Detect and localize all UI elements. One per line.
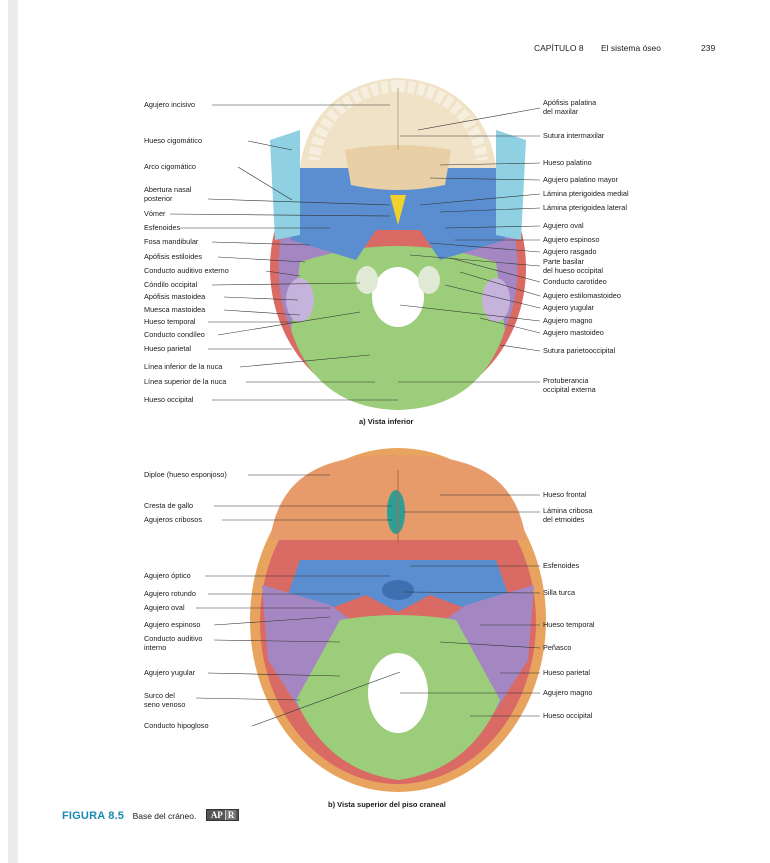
label-agujero-espinoso-b: Agujero espinoso (144, 621, 200, 630)
label-hueso-temporal-b: Hueso temporal (543, 621, 595, 630)
label-conducto-condileo: Conducto condíleo (144, 331, 205, 340)
label-abertura-nasal: Abertura nasal posterior (144, 186, 191, 203)
label-hueso-parietal-b: Hueso parietal (543, 669, 590, 678)
label-hueso-occipital-b: Hueso occipital (543, 712, 592, 721)
label-hueso-temporal-a: Hueso temporal (144, 318, 196, 327)
label-lamina-pterigoidea-medial: Lámina pterigoidea medial (543, 190, 629, 199)
label-agujero-yugular-a: Agujero yugular (543, 304, 594, 313)
label-apofisis-mastoidea: Apófisis mastoidea (144, 293, 205, 302)
label-esfenoides-b: Esfenoides (543, 562, 579, 571)
zygomatic-right-a (496, 130, 526, 240)
label-surco-seno-venoso: Surco del seno venoso (144, 692, 185, 709)
label-conducto-auditivo-externo: Conducto auditivo externo (144, 267, 229, 276)
label-linea-inferior-nuca: Línea inferior de la nuca (144, 363, 222, 372)
label-hueso-occipital-a: Hueso occipital (144, 396, 193, 405)
label-sutura-parietooccipital: Sutura parietooccipital (543, 347, 615, 356)
label-apofisis-palatina: Apófisis palatina del maxilar (543, 99, 596, 116)
label-agujero-espinoso-a: Agujero espinoso (543, 236, 599, 245)
label-agujero-rasgado: Agujero rasgado (543, 248, 597, 257)
label-parte-basilar: Parte basilar del hueso occipital (543, 258, 603, 275)
label-condilo-occipital: Cóndilo occipital (144, 281, 197, 290)
label-protuberancia-occipital: Protuberancia occipital externa (543, 377, 596, 394)
figure-a-caption: a) Vista inferior (359, 417, 413, 426)
label-silla-turca: Silla turca (543, 589, 575, 598)
sella-turcica (382, 580, 414, 600)
label-hueso-parietal-a: Hueso parietal (144, 345, 191, 354)
label-lamina-pterigoidea-lateral: Lámina pterigoidea lateral (543, 204, 627, 213)
label-agujero-magno-a: Agujero magno (543, 317, 593, 326)
label-apofisis-estiloides: Apófisis estiloides (144, 253, 202, 262)
label-vomer: Vómer (144, 210, 166, 219)
label-agujero-optico: Agujero óptico (144, 572, 191, 581)
occipital-condyle-left (356, 266, 378, 294)
label-conducto-carotideo: Conducto carotídeo (543, 278, 607, 287)
label-agujero-incisivo: Agujero incisivo (144, 101, 195, 110)
palatine-bone-a (345, 145, 451, 190)
mastoid-left (286, 278, 314, 322)
label-agujero-palatino-mayor: Agujero palatino mayor (543, 176, 618, 185)
label-sutura-intermaxilar: Sutura intermaxilar (543, 132, 604, 141)
label-diploe: Diploe (hueso esponjoso) (144, 471, 227, 480)
label-agujeros-cribosos: Agujeros cribosos (144, 516, 202, 525)
skull-inferior-view (270, 78, 526, 410)
figure-title: Base del cráneo. (133, 811, 197, 821)
label-agujero-oval-b: Agujero oval (144, 604, 185, 613)
label-agujero-oval-a: Agujero oval (543, 222, 584, 231)
label-conducto-hipogloso: Conducto hipogloso (144, 722, 209, 731)
label-muesca-mastoidea: Muesca mastoidea (144, 306, 205, 315)
label-arco-cigomatico: Arco cigomático (144, 163, 196, 172)
skull-superior-view (250, 448, 546, 792)
figure-number: FIGURA 8.5 (62, 810, 124, 822)
label-cresta-de-gallo: Cresta de gallo (144, 502, 193, 511)
label-agujero-rotundo: Agujero rotundo (144, 590, 196, 599)
label-fosa-mandibular: Fosa mandibular (144, 238, 198, 247)
apr-badge-r: R (225, 810, 237, 820)
label-agujero-magno-b: Agujero magno (543, 689, 593, 698)
label-conducto-auditivo-interno: Conducto auditivo interno (144, 635, 202, 652)
label-lamina-cribosa: Lámina cribosa del etmoides (543, 507, 592, 524)
apr-badge-ap: AP (209, 810, 225, 820)
label-agujero-mastoideo: Agujero mastoideo (543, 329, 604, 338)
label-agujero-yugular-b: Agujero yugular (144, 669, 195, 678)
label-agujero-estilomastoideo: Agujero estilomastoideo (543, 292, 621, 301)
label-hueso-cigomatico-a: Hueso cigomático (144, 137, 202, 146)
label-esfenoides-a: Esfenoides (144, 224, 180, 233)
label-hueso-palatino: Hueso palatino (543, 159, 592, 168)
label-linea-superior-nuca: Línea superior de la nuca (144, 378, 226, 387)
figure-b-caption: b) Vista superior del piso craneal (328, 800, 446, 809)
label-penasco: Peñasco (543, 644, 571, 653)
label-hueso-frontal: Hueso frontal (543, 491, 586, 500)
occipital-condyle-right (418, 266, 440, 294)
cribriform-plate (387, 490, 405, 534)
foramen-magnum-a (372, 267, 424, 327)
